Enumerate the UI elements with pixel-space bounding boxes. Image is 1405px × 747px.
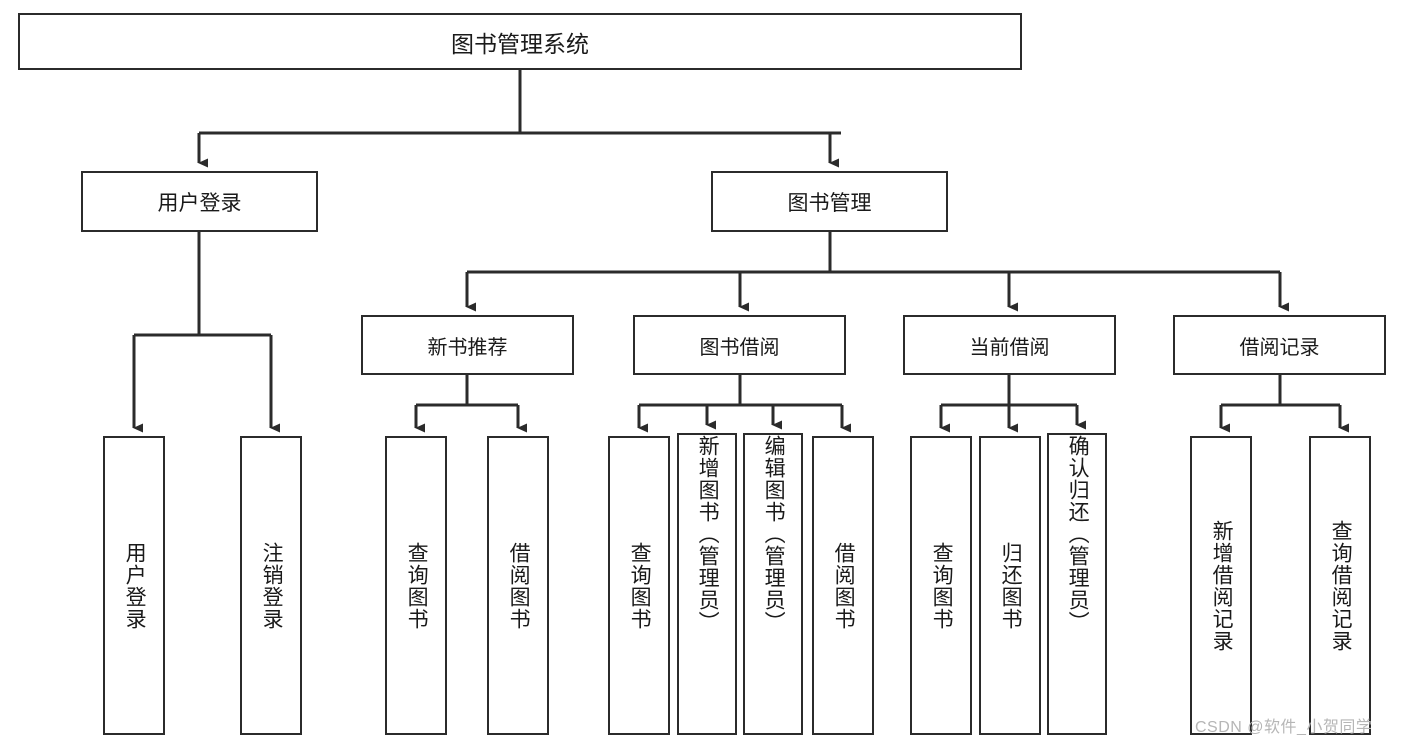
node-new-book-recommend[interactable]: 新书推荐 <box>361 315 574 375</box>
node-label: 新书推荐 <box>427 336 508 359</box>
leaf-label: 注销登录 <box>260 541 284 630</box>
leaf-borrow-book-recommend[interactable]: 借阅图书 <box>487 436 549 735</box>
node-label: 借阅记录 <box>1239 336 1320 359</box>
node-label: 图书管理系统 <box>451 30 589 57</box>
leaf-borrow-book[interactable]: 借阅图书 <box>812 436 874 735</box>
leaf-logout[interactable]: 注销登录 <box>240 436 302 735</box>
leaf-label: 归还图书 <box>999 541 1023 630</box>
leaf-label: 查询图书 <box>405 541 429 630</box>
leaf-label: 查询图书 <box>930 541 954 630</box>
node-root[interactable]: 图书管理系统 <box>18 13 1022 70</box>
leaf-label: 查询借阅记录 <box>1329 519 1353 652</box>
node-label: 图书管理 <box>787 191 872 215</box>
leaf-label: 查询图书 <box>628 541 652 630</box>
leaf-label: 新增图书（管理员） <box>696 435 720 633</box>
leaf-return-book[interactable]: 归还图书 <box>979 436 1041 735</box>
node-label: 图书借阅 <box>699 336 780 359</box>
node-current-borrow[interactable]: 当前借阅 <box>903 315 1116 375</box>
leaf-query-book-recommend[interactable]: 查询图书 <box>385 436 447 735</box>
leaf-label: 确认归还（管理员） <box>1066 435 1090 633</box>
leaf-user-login[interactable]: 用户登录 <box>103 436 165 735</box>
node-book-management[interactable]: 图书管理 <box>711 171 948 232</box>
csdn-watermark: CSDN @软件_小贺同学 <box>1195 719 1373 736</box>
leaf-add-borrow-record[interactable]: 新增借阅记录 <box>1190 436 1252 735</box>
leaf-confirm-return-admin[interactable]: 确认归还（管理员） <box>1047 433 1107 735</box>
leaf-label: 借阅图书 <box>832 541 856 630</box>
leaf-query-book-borrow[interactable]: 查询图书 <box>608 436 670 735</box>
node-label: 当前借阅 <box>969 336 1050 359</box>
leaf-edit-book-admin[interactable]: 编辑图书（管理员） <box>743 433 803 735</box>
leaf-label: 编辑图书（管理员） <box>762 435 786 633</box>
leaf-add-book-admin[interactable]: 新增图书（管理员） <box>677 433 737 735</box>
leaf-label: 借阅图书 <box>507 541 531 630</box>
node-book-borrow[interactable]: 图书借阅 <box>633 315 846 375</box>
leaf-label: 新增借阅记录 <box>1210 519 1234 652</box>
node-user-login[interactable]: 用户登录 <box>81 171 318 232</box>
leaf-query-borrow-record[interactable]: 查询借阅记录 <box>1309 436 1371 735</box>
leaf-label: 用户登录 <box>123 541 147 630</box>
leaf-query-book-current[interactable]: 查询图书 <box>910 436 972 735</box>
node-borrow-record[interactable]: 借阅记录 <box>1173 315 1386 375</box>
node-label: 用户登录 <box>157 191 242 215</box>
